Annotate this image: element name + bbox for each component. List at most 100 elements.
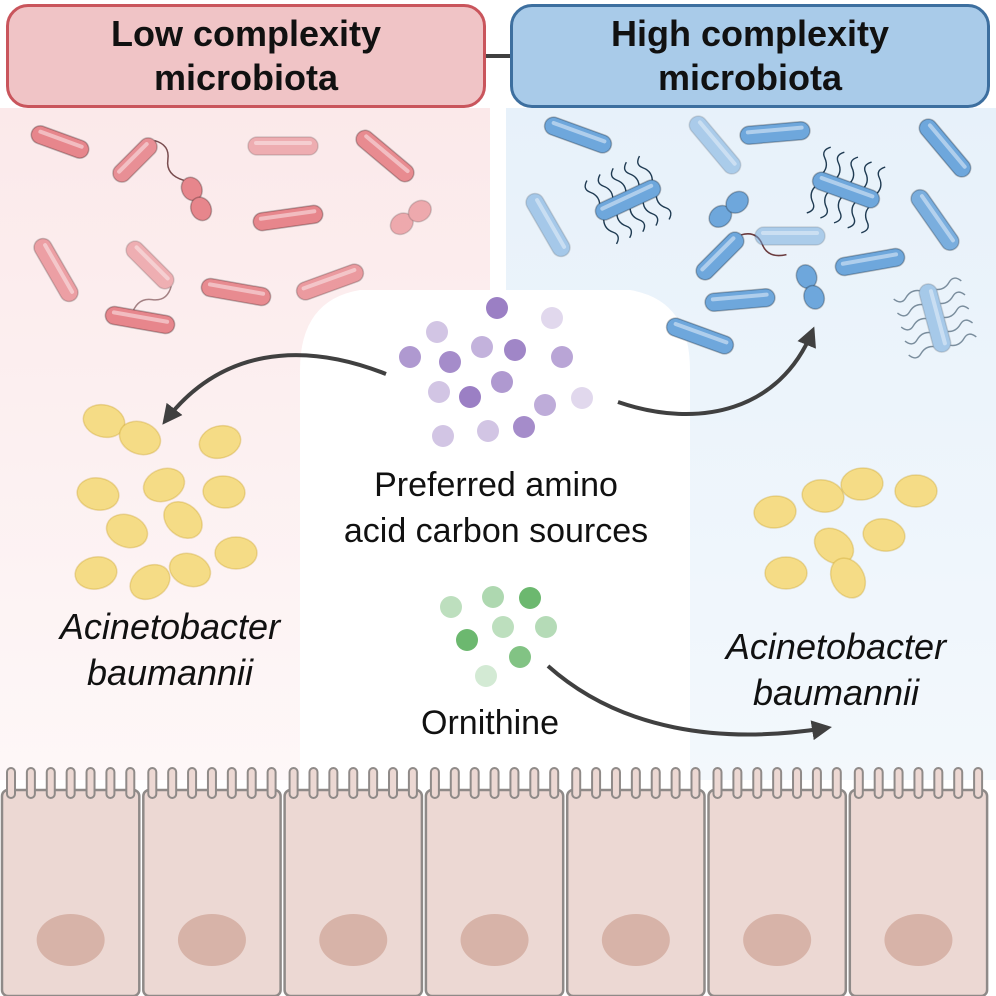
rod-bacterium-icon [200, 277, 272, 307]
coccobacillus-icon [129, 563, 171, 601]
diplococcus-icon [708, 190, 750, 229]
rod-highlight [38, 129, 84, 149]
flagellated-bacterium-icon [806, 146, 886, 234]
coccobacillus-icon [74, 556, 118, 590]
rod-body [665, 317, 735, 355]
microvillus [670, 767, 681, 799]
epithelium [0, 767, 989, 996]
microvillus [187, 767, 198, 799]
rod-highlight [600, 183, 654, 211]
header-right-line2: microbiota [657, 57, 843, 98]
header-left-line2: microbiota [153, 57, 339, 98]
coccobacillus-icon [142, 467, 186, 503]
nucleus-icon [743, 914, 812, 966]
rod-highlight [928, 289, 947, 346]
rod-bacterium-icon [704, 287, 776, 313]
microvillus [650, 767, 661, 799]
nucleus-icon [884, 914, 953, 966]
coccobacillus-icon [840, 467, 884, 501]
nutrient-dot [428, 381, 450, 403]
flagellated-bacterium-icon [125, 240, 175, 316]
rod-highlight [117, 142, 149, 174]
rod-body [594, 179, 662, 221]
nutrient-label-line1: Preferred amino [374, 466, 618, 504]
nucleus-icon [601, 914, 670, 966]
flagellum [603, 216, 619, 245]
coccus-body [189, 196, 213, 222]
nutrient-dot [486, 297, 508, 319]
microvillus [853, 767, 864, 799]
nutrient-dot [439, 351, 461, 373]
pathogen-label-right: Acinetobacter baumannii [676, 624, 996, 716]
microvillus [125, 767, 136, 799]
microvillus [591, 767, 602, 799]
rod-highlight [207, 282, 266, 296]
coccus-body [407, 199, 432, 223]
microvillus [893, 767, 904, 799]
flagellum [833, 194, 845, 224]
coccobacillus-icon [118, 420, 162, 456]
flagellum [806, 184, 818, 214]
ornithine-dots [440, 586, 557, 687]
microvillus [266, 767, 277, 799]
nutrient-dot [399, 346, 421, 368]
rod-bacterium-icon [525, 192, 571, 258]
rod-body [355, 129, 415, 183]
microvillus [308, 767, 319, 799]
microvillus [811, 767, 822, 799]
coccobacillus-icon [202, 475, 246, 509]
ornithine-dot [519, 587, 541, 609]
rod-highlight [254, 141, 312, 145]
rod-body [739, 120, 811, 146]
microvillus [630, 767, 641, 799]
microvillus [348, 767, 359, 799]
flagellum [597, 174, 614, 202]
rod-bacterium-icon [543, 116, 613, 154]
ornithine-dot [509, 646, 531, 668]
rod-highlight [761, 231, 819, 235]
rod-highlight [700, 236, 736, 272]
ornithine-label: Ornithine [421, 704, 559, 742]
microvillus [85, 767, 96, 799]
microvillus [509, 767, 520, 799]
coccobacillus-icon [801, 479, 845, 513]
flagellum [861, 204, 872, 234]
flagellum [820, 146, 831, 176]
coccobacillus-icon [76, 477, 120, 511]
ornithine-dot [482, 586, 504, 608]
microvillus [772, 767, 783, 799]
rod-body [125, 240, 175, 290]
nutrient-dot [551, 346, 573, 368]
rod-body [704, 287, 776, 313]
flagellum [847, 156, 859, 186]
rod-body [918, 283, 952, 353]
flagellum [629, 204, 646, 233]
rod-bacterium-icon [252, 204, 324, 232]
diplococcus-icon [795, 264, 826, 310]
microvillus [933, 767, 944, 799]
rod-body [252, 204, 324, 232]
rod-bacterium-icon [665, 317, 735, 355]
rod-highlight [43, 243, 75, 294]
ornithine-to-ab-arrow [546, 664, 832, 741]
coccobacillus-icon [862, 518, 906, 552]
flagellum [623, 161, 640, 190]
flagellum [908, 345, 938, 359]
epithelial-cell-icon [848, 767, 989, 996]
microvillus [226, 767, 237, 799]
microvillus [6, 767, 16, 799]
rod-bacterium-icon [739, 120, 811, 146]
rod-body [754, 226, 826, 246]
rod-bacterium-icon [834, 247, 906, 277]
nutrient-dot [432, 425, 454, 447]
flagellum [642, 198, 659, 226]
flagellum [584, 180, 601, 208]
nucleus-icon [36, 914, 105, 966]
flagellum [935, 291, 966, 305]
coccobacillus-icon [163, 501, 203, 539]
microvillus [388, 767, 399, 799]
microvillus [65, 767, 76, 799]
flagellum [610, 167, 627, 196]
